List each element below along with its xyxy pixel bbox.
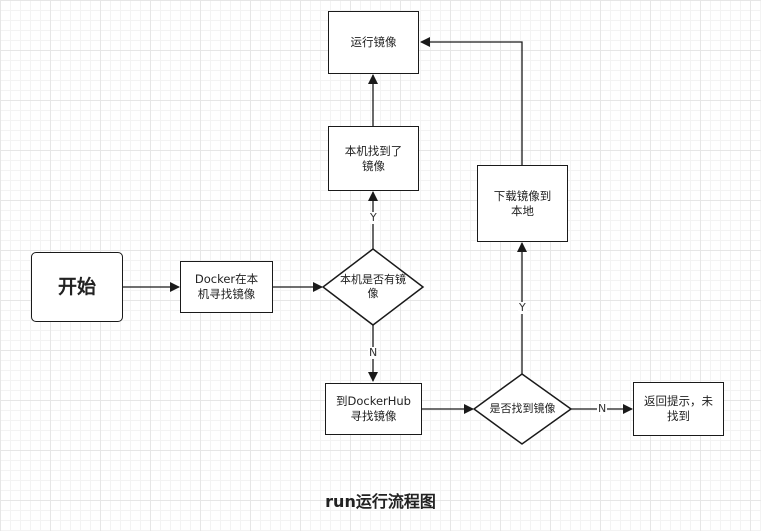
- node-docker-search: Docker在本 机寻找镜像: [180, 261, 273, 313]
- node-not-found: 返回提示，未 找到: [633, 382, 724, 436]
- arrow-download-to-run: [420, 37, 523, 165]
- decision-found-image-shape: [472, 373, 573, 445]
- edge-label-yes-local: Y: [369, 211, 378, 224]
- node-has-local: 本机是否有镜 像: [333, 268, 413, 306]
- edge-label-no-local: N: [368, 346, 379, 359]
- node-local-found-label: 本机找到了 镜像: [344, 143, 403, 173]
- node-local-found: 本机找到了 镜像: [328, 126, 419, 191]
- node-download-label: 下载镜像到 本地: [493, 188, 552, 218]
- edge-label-yes-hub: Y: [518, 301, 527, 314]
- node-run-image-label: 运行镜像: [350, 35, 397, 49]
- node-run-image: 运行镜像: [328, 11, 419, 74]
- node-hub-search: 到DockerHub 寻找镜像: [325, 383, 422, 435]
- node-found-image-label: 是否找到镜像: [489, 402, 556, 415]
- node-start-label: 开始: [57, 275, 96, 298]
- node-docker-search-label: Docker在本 机寻找镜像: [194, 272, 259, 301]
- edge-label-no-hub: N: [597, 402, 608, 415]
- node-hub-search-label: 到DockerHub 寻找镜像: [335, 394, 411, 423]
- node-not-found-label: 返回提示，未 找到: [644, 394, 713, 423]
- node-start: 开始: [31, 252, 123, 322]
- diagram-caption: run运行流程图: [325, 492, 436, 511]
- node-download: 下载镜像到 本地: [477, 165, 568, 242]
- node-found-image: 是否找到镜像: [479, 400, 566, 418]
- node-has-local-label: 本机是否有镜 像: [340, 273, 406, 300]
